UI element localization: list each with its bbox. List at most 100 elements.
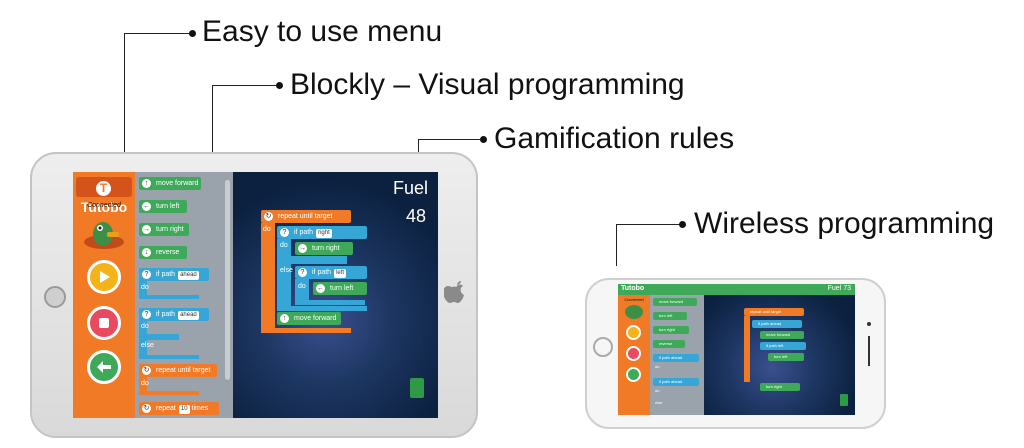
arrow-down-icon: ↓ <box>142 248 151 257</box>
block-label: turn right <box>659 327 675 332</box>
arrow-left-icon <box>97 361 111 373</box>
direction-dropdown[interactable]: ahead <box>178 311 199 320</box>
block-label: turn left <box>659 313 673 318</box>
workspace-block-move-forward[interactable]: ↑ move forward <box>277 312 341 325</box>
direction-dropdown[interactable]: ahead <box>770 321 782 326</box>
phone-trash-icon[interactable] <box>840 394 848 406</box>
callout-line-menu-vertical <box>124 33 125 223</box>
phone-ws-if-path[interactable]: if path ahead <box>752 320 802 328</box>
block-label: turn left <box>330 285 354 292</box>
phone-logo: Tutobo <box>621 285 645 292</box>
nested-if-end-bar <box>295 300 365 305</box>
direction-dropdown-left[interactable]: left <box>334 269 347 278</box>
phone-stop-button[interactable] <box>626 346 641 361</box>
block-label: move forward <box>766 332 791 337</box>
callout-dot-menu <box>189 30 196 37</box>
blockly-workspace[interactable]: Fuel 48 ↻repeat until target do ?if path… <box>233 172 438 418</box>
if-body-bar <box>139 281 147 295</box>
question-icon: ? <box>298 268 307 277</box>
question-icon: ? <box>142 310 151 319</box>
direction-dropdown[interactable]: ahead <box>671 355 683 360</box>
block-label: turn left <box>774 354 788 359</box>
block-label: move forward <box>294 315 337 322</box>
phone-ws-move-forward[interactable]: move forward <box>760 331 804 339</box>
toolbox-block-move-forward[interactable]: ↑ move forward <box>139 177 201 190</box>
phone-status: Connected <box>624 297 644 302</box>
callout-menu: Easy to use menu <box>202 15 443 48</box>
phone-ws-repeat-until-target[interactable]: repeat until target <box>744 308 804 316</box>
callout-line-wireless-horizontal <box>616 224 682 225</box>
else-bar <box>277 256 347 264</box>
arrow-right-icon: → <box>298 244 307 253</box>
phone-ws-if-path-left[interactable]: if path left <box>760 342 806 350</box>
direction-dropdown-right[interactable]: right <box>316 229 332 238</box>
toolbox-block-turn-right[interactable]: →turn right <box>139 223 189 236</box>
question-icon: ? <box>142 270 151 279</box>
callout-line-menu-horizontal <box>124 33 192 34</box>
toolbox-block-reverse[interactable]: ↓ reverse <box>139 246 187 259</box>
if-end-bar <box>139 295 199 299</box>
workspace-block-turn-right[interactable]: →turn right <box>295 242 353 255</box>
block-label: repeat until target <box>278 213 333 220</box>
phone-fuel: Fuel 73 <box>827 285 851 292</box>
block-label: turn left <box>156 203 180 210</box>
callout-dot-blockly <box>276 82 283 89</box>
fuel-label: Fuel <box>392 178 428 198</box>
repeat-body-bar <box>139 377 147 391</box>
callout-line-wireless-vertical <box>616 224 617 266</box>
times-input[interactable]: 10 <box>178 405 190 414</box>
block-label: turn right <box>156 226 184 233</box>
stop-button[interactable] <box>87 306 121 340</box>
toolbox-block-repeat-until-target[interactable]: ↻repeat until target <box>139 364 217 377</box>
phone-block-turn-right[interactable]: turn right <box>653 326 689 334</box>
block-label: if path <box>294 229 314 236</box>
app-logo-text: Tutobo <box>80 199 128 215</box>
app-logo: TTutobo <box>76 177 132 215</box>
phone-sidebar: Connected <box>618 295 650 415</box>
trash-icon[interactable] <box>410 378 424 398</box>
if-body-bar <box>277 239 291 309</box>
phone-block-reverse[interactable]: reverse <box>653 340 685 348</box>
phone-block-if-else[interactable]: if path ahead <box>653 378 699 386</box>
back-button[interactable] <box>87 350 121 384</box>
tablet-screen: TTutobo Connected ↑ move forward ←turn le… <box>73 172 438 418</box>
phone-ws-turn-left[interactable]: turn left <box>768 353 804 361</box>
play-icon <box>100 271 110 283</box>
direction-dropdown[interactable]: ahead <box>671 379 683 384</box>
nested-if-body-bar <box>295 279 309 301</box>
phone-back-button[interactable] <box>626 367 641 382</box>
phone-ws-repeat-bar <box>744 316 750 382</box>
if-else-end-bar <box>139 355 199 359</box>
arrow-up-icon: ↑ <box>142 179 151 188</box>
if-end-bar <box>277 306 367 311</box>
phone-ws-turn-right[interactable]: turn right <box>760 383 800 391</box>
do-label: do <box>141 323 149 330</box>
toolbox-scrollbar[interactable] <box>225 180 230 380</box>
phone-play-button[interactable] <box>626 325 641 340</box>
block-label: move forward <box>156 180 199 187</box>
phone-block-if-path[interactable]: if path ahead <box>653 354 699 362</box>
toolbox-block-turn-left[interactable]: ←turn left <box>139 200 187 213</box>
sidebar-menu: TTutobo Connected <box>73 172 135 418</box>
phone-block-turn-left[interactable]: turn left <box>653 312 687 320</box>
block-label: if path <box>766 343 777 348</box>
direction-dropdown[interactable]: left <box>778 343 784 348</box>
tablet-home-button[interactable] <box>44 286 66 308</box>
block-label: reverse <box>156 249 180 256</box>
repeat-body-bar <box>261 223 275 333</box>
robot-avatar-icon <box>84 222 124 249</box>
phone-home-button[interactable] <box>593 337 613 357</box>
callout-wireless: Wireless programming <box>694 207 995 240</box>
arrow-up-icon: ↑ <box>280 314 289 323</box>
direction-dropdown[interactable]: ahead <box>178 271 199 280</box>
play-button[interactable] <box>87 260 121 294</box>
block-label: if path <box>156 271 176 278</box>
phone-block-move-forward[interactable]: move forward <box>653 298 697 306</box>
workspace-block-turn-left[interactable]: ←turn left <box>313 282 367 295</box>
workspace-block-repeat-until-target[interactable]: ↻repeat until target <box>261 210 351 223</box>
